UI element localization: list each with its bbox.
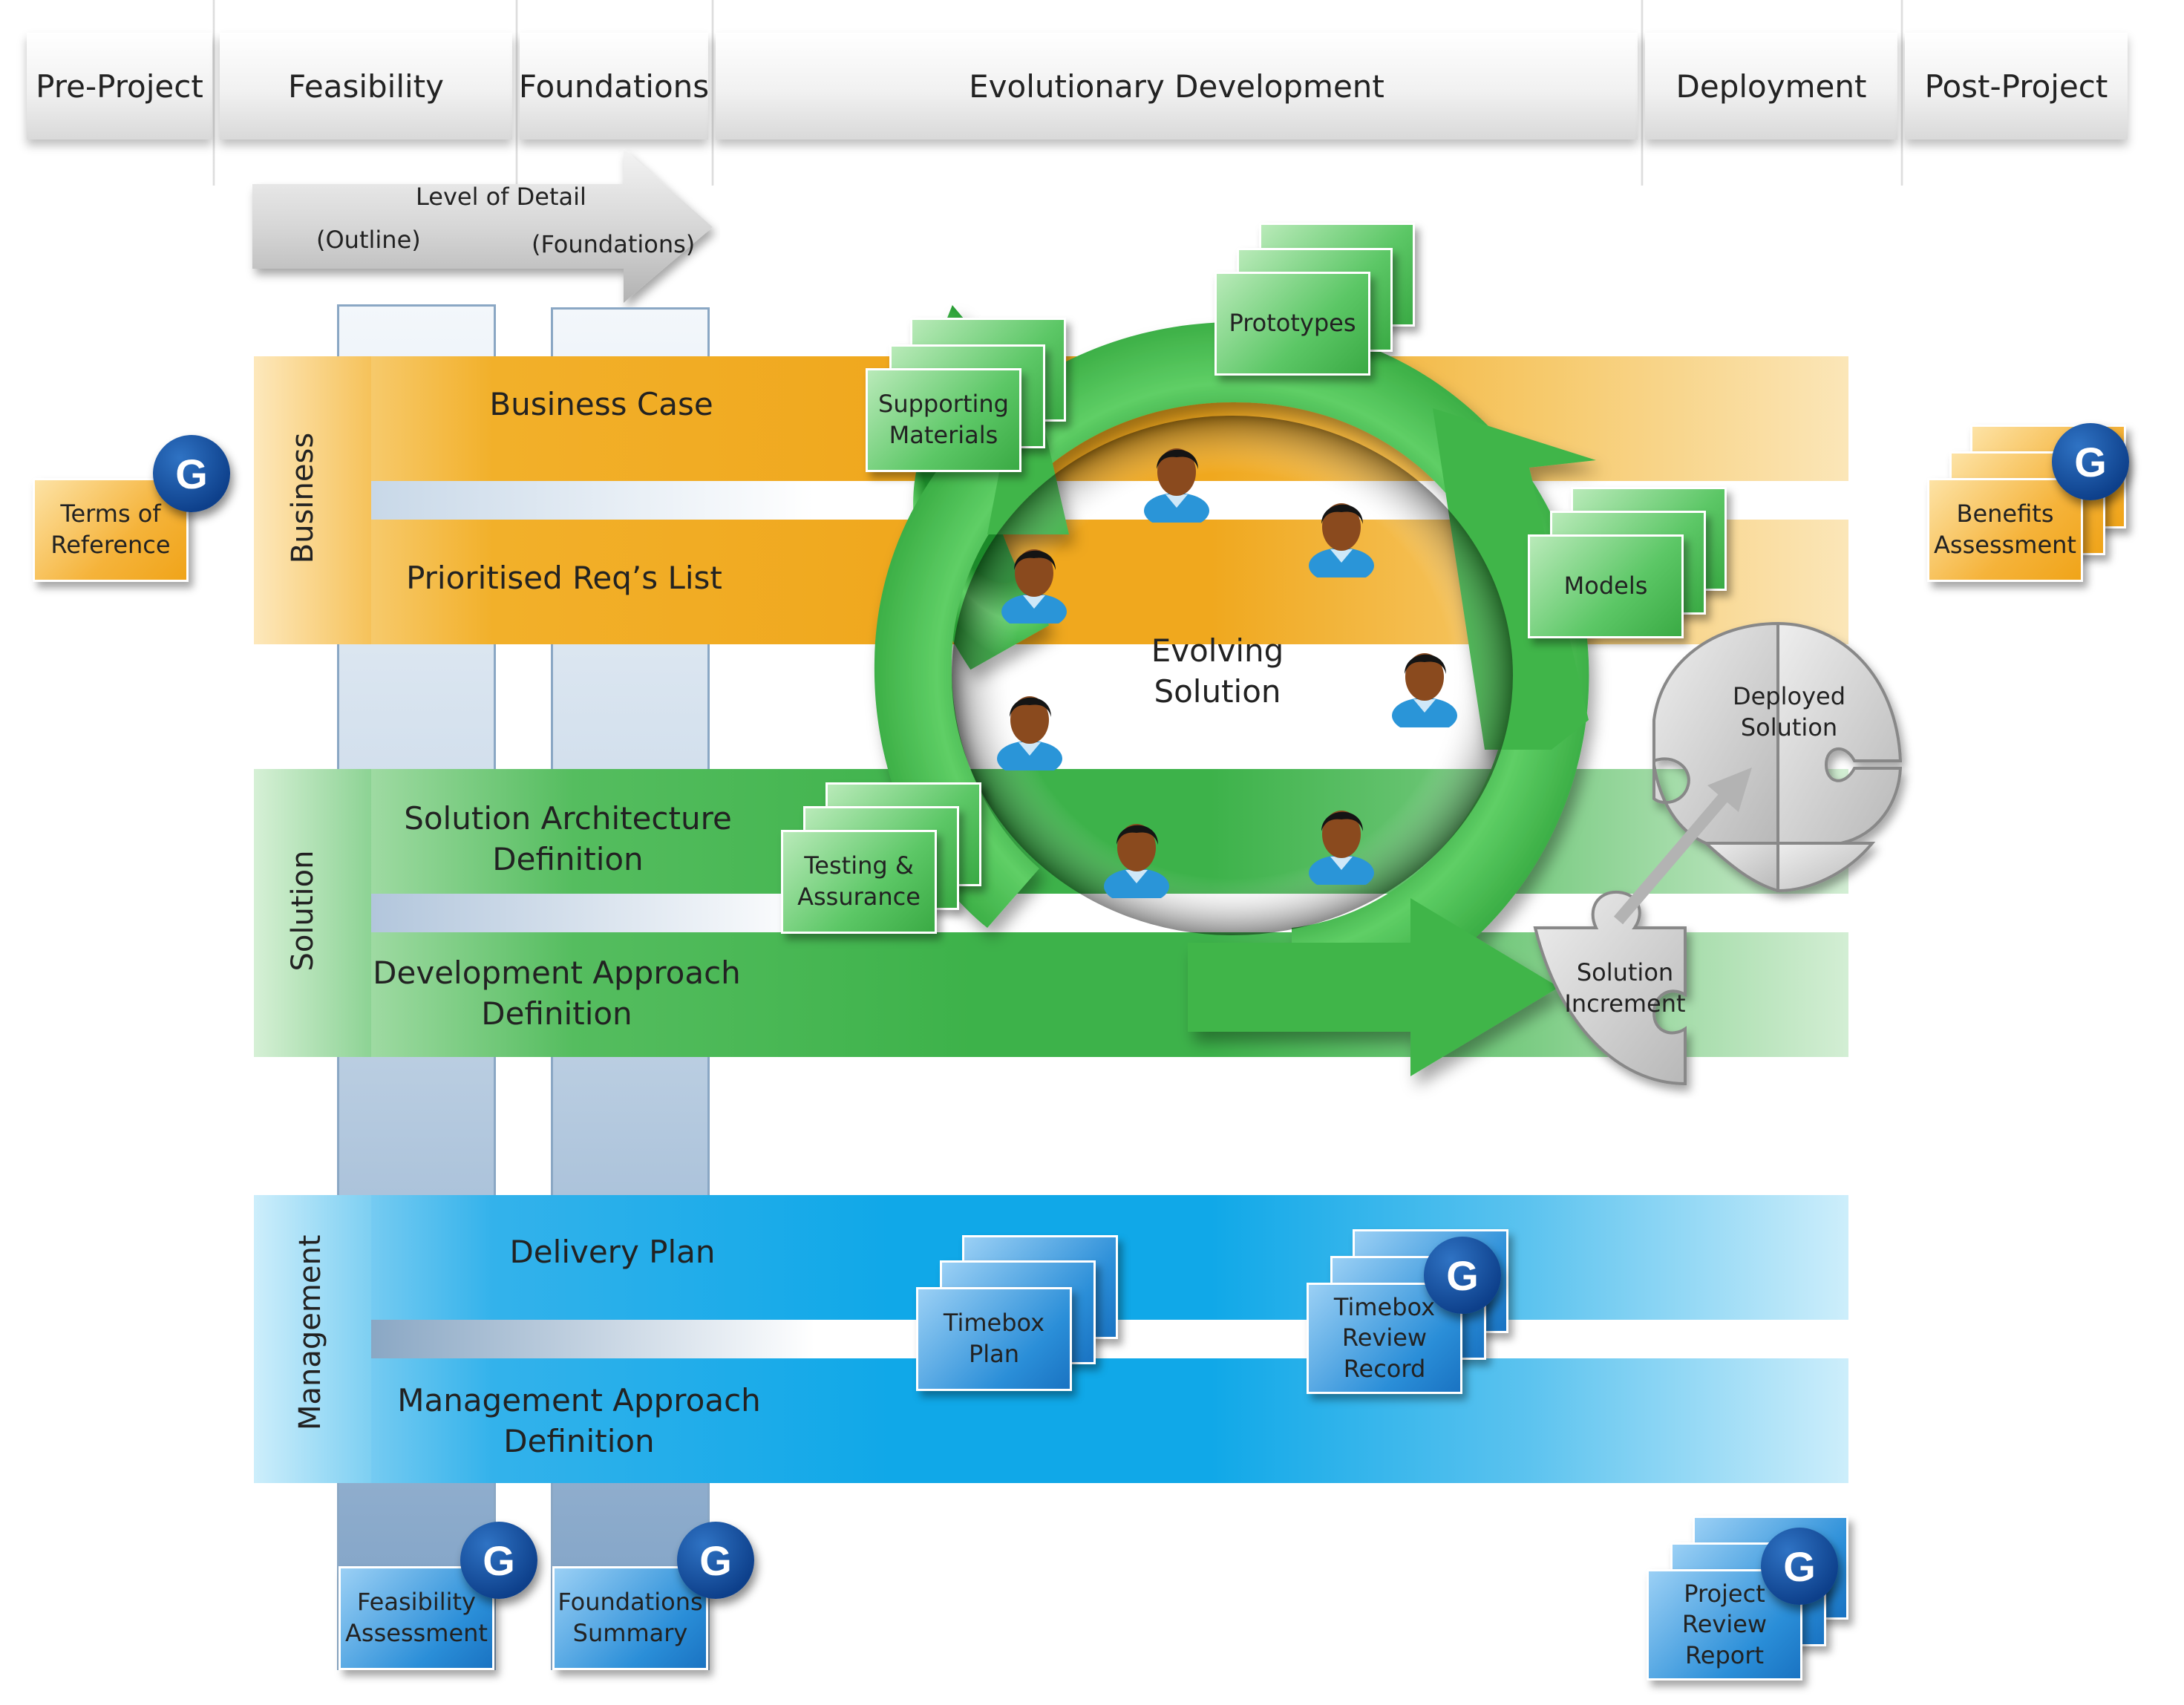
prototypes-label: Prototypes xyxy=(1229,309,1356,338)
models-doc: Models xyxy=(1528,534,1684,638)
gate-icon: G xyxy=(153,435,230,512)
timebox-plan-label: Timebox Plan xyxy=(943,1309,1045,1368)
supporting-materials-doc: Supporting Materials xyxy=(866,368,1021,472)
business-side-cap xyxy=(254,356,371,644)
management-band-label: Management xyxy=(293,1234,327,1431)
models-label: Models xyxy=(1563,572,1648,600)
supporting-materials-label: Supporting Materials xyxy=(878,390,1009,449)
management-approach-label: Management Approach Definition xyxy=(397,1382,761,1459)
phase-post-project: Post-Project xyxy=(1905,33,2128,140)
foundations-summary-label: Foundations Summary xyxy=(558,1588,703,1647)
timebox-review-record-doc: Timebox Review Record xyxy=(1307,1283,1462,1394)
team-member-icon xyxy=(1301,491,1382,577)
phase-separator xyxy=(711,0,714,186)
business-band-label: Business xyxy=(286,432,320,564)
solution-architecture-label: Solution Architecture Definition xyxy=(404,800,732,877)
phase-separator xyxy=(1641,0,1644,186)
phase-deployment: Deployment xyxy=(1645,33,1897,140)
delivery-plan-label: Delivery Plan xyxy=(509,1234,716,1270)
phase-foundations: Foundations xyxy=(519,33,709,140)
level-of-detail-title: Level of Detail xyxy=(416,183,586,211)
benefits-assessment-doc: Benefits Assessment xyxy=(1927,478,2083,582)
phase-separator xyxy=(1900,0,1903,186)
terms-of-reference-label: Terms of Reference xyxy=(50,500,171,559)
business-case-label: Business Case xyxy=(489,386,713,422)
team-member-icon xyxy=(993,537,1075,624)
team-member-icon xyxy=(1136,436,1217,523)
solution-side-cap xyxy=(254,769,371,1057)
project-review-report-doc: Project Review Report xyxy=(1647,1569,1802,1681)
timebox-review-record-label: Timebox Review Record xyxy=(1333,1292,1436,1383)
phase-separator xyxy=(515,0,518,186)
level-of-detail-foundations: (Foundations) xyxy=(532,230,696,258)
gate-icon: G xyxy=(677,1522,754,1599)
prioritised-reqs-list-label: Prioritised Req’s List xyxy=(406,560,722,596)
deployed-solution-label: Deployed Solution xyxy=(1732,682,1846,742)
gate-icon: G xyxy=(1761,1528,1838,1605)
team-member-icon xyxy=(1096,812,1177,898)
solution-band-label: Solution xyxy=(286,850,320,972)
phase-evolutionary-development: Evolutionary Development xyxy=(716,33,1638,140)
gate-icon: G xyxy=(460,1522,537,1599)
deployed-solution-puzzle xyxy=(1533,621,1903,1086)
testing-assurance-doc: Testing & Assurance xyxy=(781,830,937,934)
management-side-cap xyxy=(254,1195,371,1483)
solution-increment-label: Solution Increment xyxy=(1564,958,1686,1018)
foundations-summary-doc: Foundations Summary xyxy=(552,1566,708,1670)
phase-pre-project: Pre-Project xyxy=(27,33,212,140)
team-member-icon xyxy=(1301,799,1382,885)
benefits-assessment-label: Benefits Assessment xyxy=(1934,500,2076,559)
level-of-detail-arrow xyxy=(252,148,713,303)
phase-separator xyxy=(212,0,215,186)
feasibility-assessment-label: Feasibility Assessment xyxy=(345,1588,488,1647)
testing-assurance-label: Testing & Assurance xyxy=(797,851,921,911)
gate-icon: G xyxy=(1424,1237,1501,1314)
timebox-plan-doc: Timebox Plan xyxy=(916,1287,1072,1391)
project-review-report-label: Project Review Report xyxy=(1681,1579,1768,1669)
prototypes-doc: Prototypes xyxy=(1214,272,1370,376)
team-member-icon xyxy=(989,684,1070,770)
evolving-solution-label: Evolving Solution xyxy=(1151,632,1284,710)
development-approach-label: Development Approach Definition xyxy=(373,955,741,1032)
team-member-icon xyxy=(1384,641,1465,727)
level-of-detail-outline: (Outline) xyxy=(316,226,421,254)
phase-feasibility: Feasibility xyxy=(220,33,512,140)
gate-icon: G xyxy=(2052,423,2129,500)
